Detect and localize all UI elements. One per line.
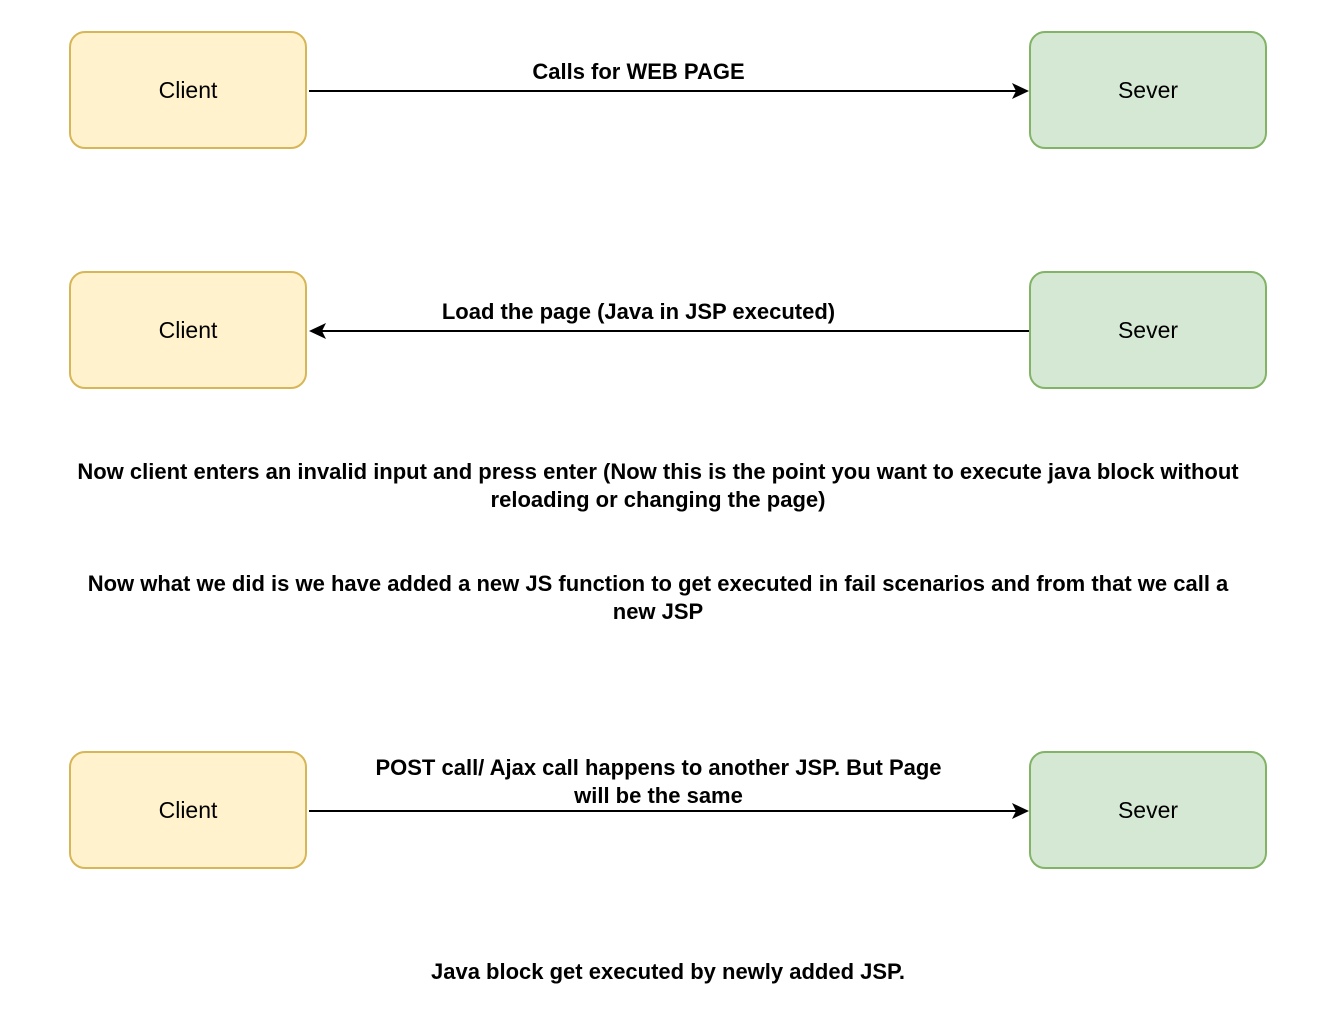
server-box-1: Sever [1029, 31, 1267, 149]
arrow-client-to-server-3 [309, 803, 1029, 819]
client-label: Client [158, 76, 218, 103]
arrow-label-3-line2: will be the same [574, 783, 743, 808]
arrow-client-to-server-1 [309, 83, 1029, 99]
arrow-server-to-client-2 [309, 323, 1029, 339]
server-box-2: Sever [1029, 271, 1267, 389]
server-label: Sever [1117, 76, 1179, 103]
client-label: Client [158, 796, 218, 823]
arrow-label-3-line1: POST call/ Ajax call happens to another … [375, 755, 942, 780]
note-new-js-function: Now what we did is we have added a new J… [87, 571, 1229, 624]
client-box-3: Client [69, 751, 307, 869]
client-box-2: Client [69, 271, 307, 389]
server-label: Sever [1117, 796, 1179, 823]
client-box-1: Client [69, 31, 307, 149]
client-label: Client [158, 316, 218, 343]
arrow-label-2: Load the page (Java in JSP executed) [441, 299, 836, 324]
server-label: Sever [1117, 316, 1179, 343]
arrow-label-3: POST call/ Ajax call happens to another … [309, 754, 1008, 810]
arrow-label-1: Calls for WEB PAGE [532, 59, 745, 84]
note-invalid-input: Now client enters an invalid input and p… [77, 459, 1239, 512]
server-box-3: Sever [1029, 751, 1267, 869]
note-java-block-executed: Java block get executed by newly added J… [430, 959, 906, 984]
